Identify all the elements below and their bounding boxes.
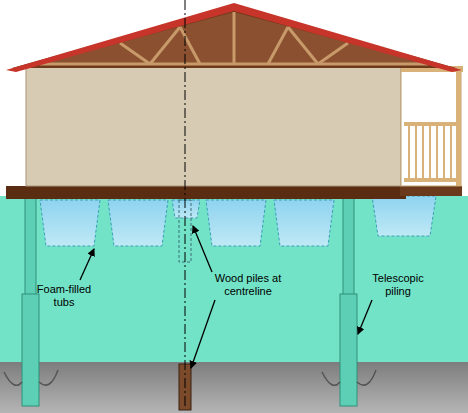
- leader-arrows: [80, 226, 372, 368]
- telescopic-piling: [4, 196, 376, 406]
- callout-label: Wood piles at centreline: [209, 272, 287, 298]
- centreline: [185, 0, 186, 408]
- foam-tubs: [40, 196, 436, 246]
- lake-bed: [0, 362, 468, 413]
- porch: [401, 66, 463, 186]
- house-wall: [26, 66, 401, 186]
- porch-deck: [400, 186, 462, 196]
- floor-beam: [6, 186, 406, 199]
- callout-label: Foam-filled tubs: [29, 283, 99, 309]
- callout-label: Telescopic piling: [363, 272, 433, 298]
- roof: [6, 3, 462, 72]
- water: [0, 196, 468, 366]
